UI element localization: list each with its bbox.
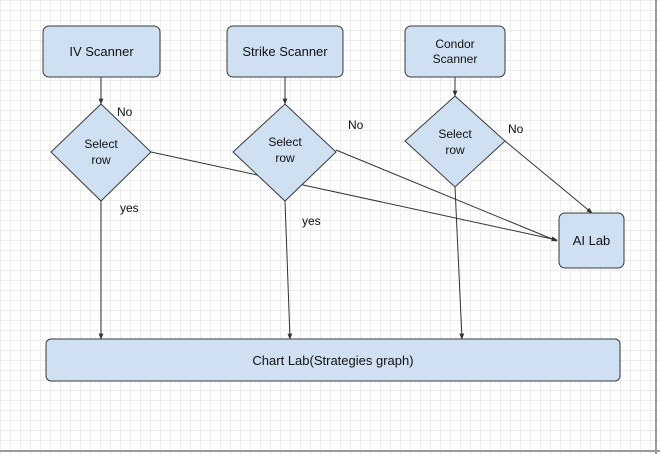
select-row-decision-2[interactable]: Select row — [232, 103, 337, 202]
iv-scanner-label: IV Scanner — [69, 44, 134, 59]
select-row-1-label-line1: Select — [84, 137, 118, 151]
strike-scanner-label: Strike Scanner — [242, 44, 328, 59]
edge-select-row-3-to-ai-lab — [504, 140, 593, 214]
canvas-right-border — [655, 0, 657, 454]
chart-lab-node[interactable]: Chart Lab(Strategies graph) — [45, 338, 621, 382]
condor-scanner-label-line1: Condor — [435, 37, 474, 51]
edge-labels: No No No yes yes — [117, 105, 524, 228]
select-row-1-label-line2: row — [91, 153, 111, 167]
select-row-decision-1[interactable]: Select row — [50, 103, 152, 202]
edge-select-row-3-to-chart-lab — [454, 186, 465, 340]
edge-select-row-2-to-chart-lab — [284, 200, 293, 340]
select-row-3-label-line1: Select — [438, 127, 472, 141]
edge-label-no-3: No — [508, 122, 524, 136]
select-row-2-label-line1: Select — [268, 135, 302, 149]
edge-select-row-1-to-ai-lab — [150, 151, 558, 242]
ai-lab-node[interactable]: AI Lab — [558, 212, 625, 269]
condor-scanner-node[interactable]: Condor Scanner — [404, 25, 506, 78]
edge-select-row-2-to-ai-lab — [335, 149, 558, 242]
select-row-decision-3[interactable]: Select row — [404, 95, 506, 188]
select-row-2-label-line2: row — [275, 151, 295, 165]
strike-scanner-node[interactable]: Strike Scanner — [226, 25, 344, 78]
edge-label-no-2: No — [348, 118, 364, 132]
edge-label-yes-2: yes — [302, 214, 321, 228]
ai-lab-label: AI Lab — [573, 233, 611, 248]
condor-scanner-label-line2: Scanner — [433, 52, 478, 66]
select-row-3-label-line2: row — [445, 143, 465, 157]
edges — [98, 77, 593, 340]
edge-label-no-1: No — [117, 105, 133, 119]
canvas-bottom-border — [0, 450, 660, 452]
iv-scanner-node[interactable]: IV Scanner — [42, 25, 161, 78]
edge-label-yes-1: yes — [120, 201, 139, 215]
chart-lab-label: Chart Lab(Strategies graph) — [252, 353, 413, 368]
